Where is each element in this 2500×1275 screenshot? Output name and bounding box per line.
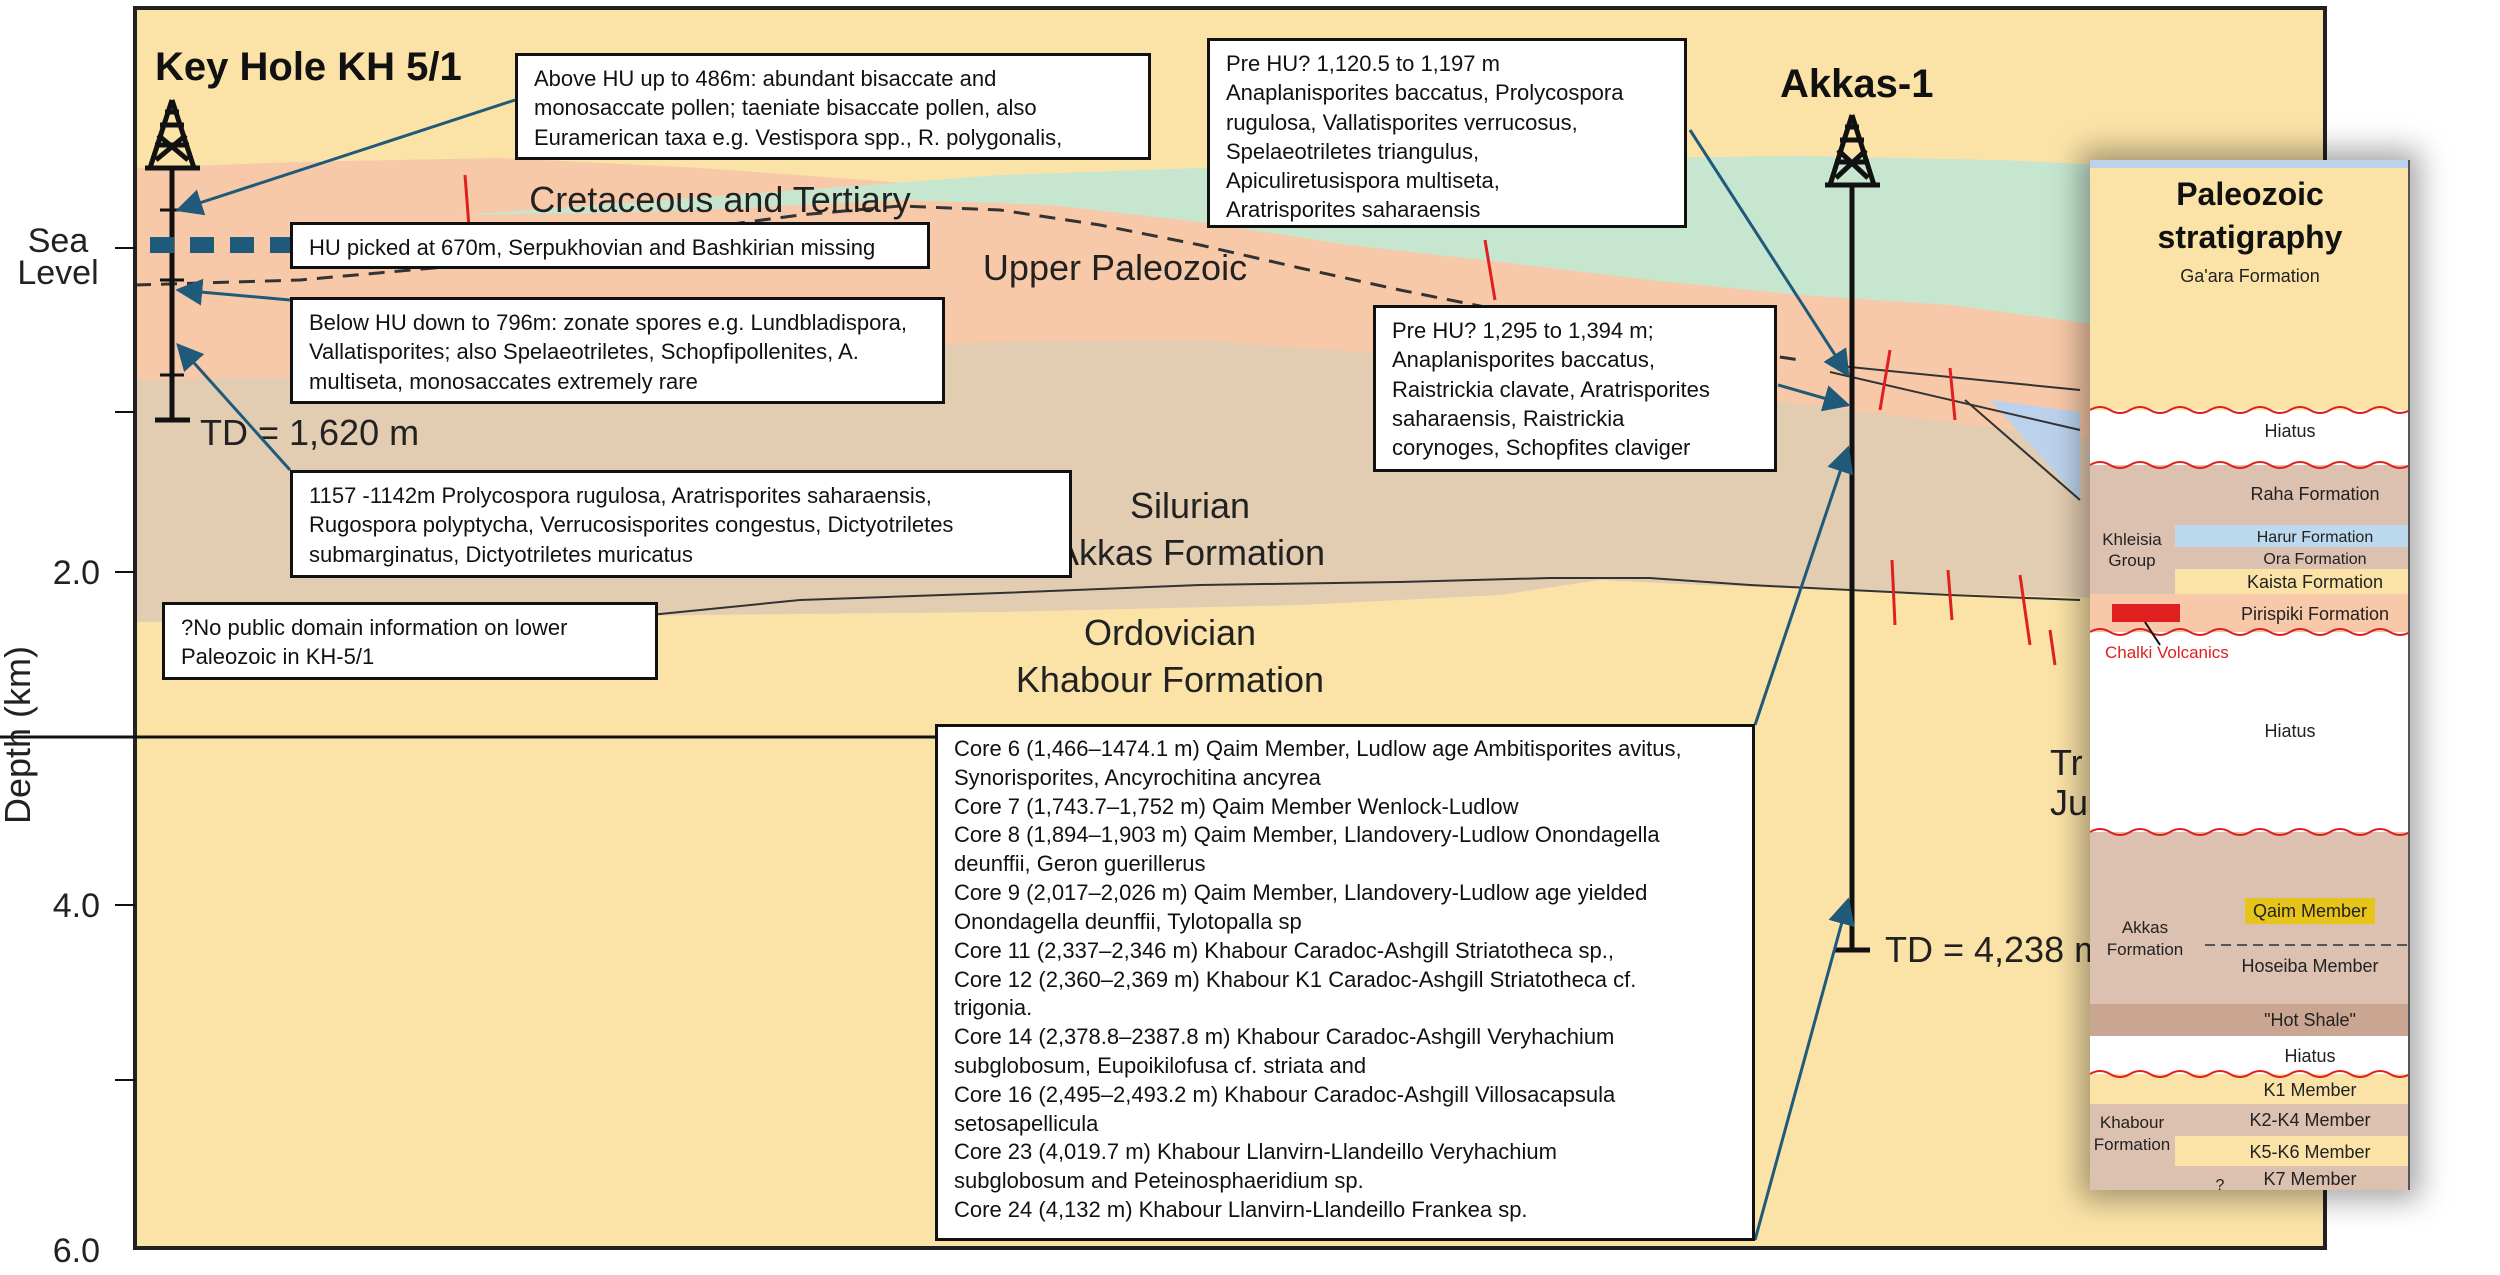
- strat-k1-label: K1 Member: [2263, 1080, 2356, 1100]
- unit-label-cretaceous: Cretaceous and Tertiary: [529, 179, 911, 220]
- strat-k2k4-label: K2-K4 Member: [2249, 1110, 2370, 1130]
- callout-pre-hu-2: Pre HU? 1,295 to 1,394 m; Anaplanisporit…: [1373, 305, 1777, 472]
- sea-level-label-line2: Level: [17, 254, 98, 292]
- strat-bottom-fragment: ?: [2216, 1177, 2225, 1190]
- callout-arrows: [175, 98, 1855, 1241]
- well-akkas-td-label: TD = 4,238 m: [1885, 929, 2104, 970]
- wedge-line-3: [1964, 399, 2081, 501]
- paleozoic-stratigraphy-column: Paleozoic stratigraphy Ga'ara Formation …: [2090, 160, 2410, 1190]
- callout-kh-deep-palynology: 1157 -1142m Prolycospora rugulosa, Aratr…: [290, 470, 1072, 578]
- well-kh-name: Key Hole KH 5/1: [155, 45, 462, 89]
- strat-chalki-pointer: [2144, 621, 2161, 646]
- strat-hiatus-label-1: Hiatus: [2264, 421, 2315, 441]
- strat-hiatus-label-3: Hiatus: [2284, 1046, 2335, 1066]
- strat-k7-label: K7 Member: [2263, 1169, 2356, 1189]
- strat-k5k6-label: K5-K6 Member: [2249, 1142, 2370, 1162]
- strat-hiatus-band-1: [2090, 410, 2410, 465]
- strat-chalki-volcanics-box: [2112, 604, 2180, 622]
- strat-ora-label: Ora Formation: [2263, 551, 2366, 568]
- unit-label-upper-paleozoic: Upper Paleozoic: [983, 247, 1247, 288]
- strat-hot-shale-label: "Hot Shale": [2264, 1010, 2356, 1030]
- strat-pirispiki-label: Pirispiki Formation: [2241, 604, 2389, 624]
- strat-khabour-label-1: Khabour: [2100, 1113, 2165, 1132]
- wedge-line-1: [1829, 364, 2081, 391]
- strat-hiatus-label-2: Hiatus: [2264, 721, 2315, 741]
- callout-hu-picked: HU picked at 670m, Serpukhovian and Bash…: [290, 222, 930, 269]
- tick-label-4km: 4.0: [53, 887, 100, 925]
- strat-akkas-label-bg: [2090, 832, 2200, 1004]
- strat-akkas-label-2: Formation: [2107, 940, 2184, 959]
- depth-axis: [115, 247, 135, 1081]
- strat-hot-shale-band: [2090, 1004, 2410, 1036]
- sea-level-label-line1: Sea: [28, 222, 89, 260]
- callout-pre-hu-1: Pre HU? 1,120.5 to 1,197 m Anaplanispori…: [1207, 38, 1687, 228]
- strat-khabour-label-bg: [2090, 1104, 2175, 1190]
- strat-hiatus-band-3: [2090, 1036, 2410, 1074]
- strat-raha-label: Raha Formation: [2250, 484, 2379, 504]
- strat-unconformity-wavy-lines: [2090, 406, 2410, 1078]
- strat-harur-label: Harur Formation: [2257, 529, 2373, 546]
- strat-title-line1: Paleozoic: [2176, 176, 2324, 212]
- callout-below-hu: Below HU down to 796m: zonate spores e.g…: [290, 297, 945, 404]
- strat-khleisia-label-2: Group: [2108, 551, 2155, 570]
- wedge-line-2: [1829, 371, 2081, 431]
- depth-axis-label: Depth (km): [0, 646, 38, 824]
- tick-label-6km: 6.0: [53, 1232, 100, 1270]
- unit-label-triassic-fragment-2: Ju: [2050, 782, 2088, 823]
- strat-hoseiba-label: Hoseiba Member: [2241, 956, 2378, 976]
- strat-top-blue-strip: [2090, 160, 2410, 168]
- callout-akkas-cores: Core 6 (1,466–1474.1 m) Qaim Member, Lud…: [935, 724, 1755, 1241]
- callout-no-public-info: ?No public domain information on lower P…: [162, 602, 658, 680]
- strat-khabour-label-2: Formation: [2094, 1135, 2171, 1154]
- callout-above-hu: Above HU up to 486m: abundant bisaccate …: [515, 53, 1151, 160]
- unit-label-silurian: Silurian: [1130, 485, 1250, 526]
- strat-khleisia-label-1: Khleisia: [2102, 530, 2162, 549]
- tick-label-2km: 2.0: [53, 554, 100, 592]
- strat-hiatus-band-2: [2090, 632, 2410, 832]
- strat-raha-band: [2090, 465, 2410, 525]
- strat-title-line2: stratigraphy: [2158, 219, 2343, 255]
- silurian-top-line: [649, 577, 2081, 616]
- strat-khleisia-label-bg: [2090, 525, 2175, 594]
- strat-qaim-label: Qaim Member: [2253, 901, 2367, 921]
- strat-khabour-k1-band: [2090, 1074, 2410, 1104]
- unit-label-khabour-formation: Khabour Formation: [1016, 659, 1324, 700]
- unit-label-triassic-fragment-1: Tr: [2050, 742, 2083, 783]
- well-akkas-name: Akkas-1: [1780, 62, 1933, 106]
- unit-label-ordovician: Ordovician: [1084, 612, 1256, 653]
- strat-column-svg: Paleozoic stratigraphy Ga'ara Formation …: [2090, 160, 2410, 1190]
- strat-akkas-label-1: Akkas: [2122, 918, 2168, 937]
- unit-label-akkas-formation: Akkas Formation: [1055, 532, 1325, 573]
- well-kh-td-label: TD = 1,620 m: [200, 412, 419, 453]
- strat-kaista-label: Kaista Formation: [2247, 572, 2383, 592]
- strat-qaim-highlight: [2245, 898, 2375, 924]
- cretaceous-tertiary-layer: [460, 156, 2325, 345]
- well-akkas-derrick-icon: [1825, 114, 1880, 188]
- strat-gaara-band: [2090, 160, 2410, 410]
- strat-chalki-label: Chalki Volcanics: [2105, 643, 2229, 662]
- strat-gaara-label: Ga'ara Formation: [2180, 266, 2320, 286]
